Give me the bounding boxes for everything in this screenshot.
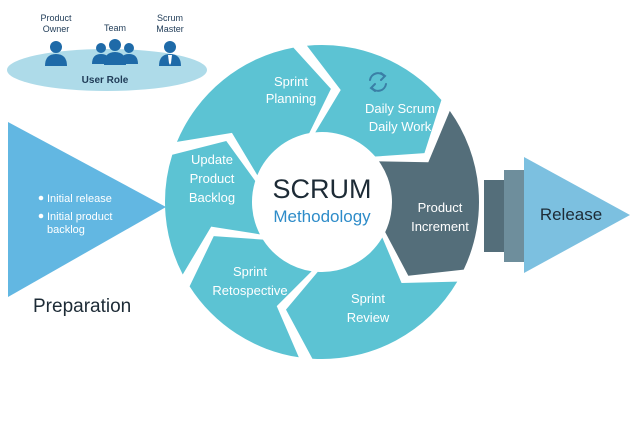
scrum-cycle: SCRUM Methodology Sprint Planning Daily …: [164, 45, 479, 359]
daily-scrum-segment: [306, 45, 442, 157]
bullet-dot: [38, 195, 44, 201]
sprint-review-line1: Sprint: [351, 291, 385, 306]
team-people-icon: [92, 39, 138, 65]
update-backlog-line1: Update: [191, 152, 233, 167]
sprint-review-segment: [285, 237, 458, 359]
update-backlog-line3: Backlog: [189, 190, 235, 205]
sprint-planning-line2: Planning: [266, 91, 317, 106]
user-role-caption: User Role: [82, 75, 129, 86]
release-step-2: [504, 170, 530, 262]
daily-scrum-line1: Daily Scrum: [365, 101, 435, 116]
preparation-group: Initial release Initial product backlog …: [8, 122, 166, 317]
preparation-bullet-2-line2: backlog: [47, 224, 85, 236]
sprint-planning-segment: [176, 47, 331, 176]
release-label: Release: [540, 205, 602, 224]
center-circle: [255, 135, 389, 269]
sprint-retrospective-line2: Retospective: [212, 283, 287, 298]
scrum-master-label-line1: Scrum: [157, 13, 183, 23]
sprint-review-line2: Review: [347, 310, 390, 325]
preparation-bullet-2-line1: Initial product: [47, 211, 112, 223]
product-increment-line2: Increment: [411, 219, 469, 234]
bullet-dot: [38, 213, 44, 219]
product-owner-label-line1: Product: [40, 13, 72, 23]
user-role-group: User Role Product Owner Team Scrum Maste…: [7, 13, 207, 91]
refresh-icon: [369, 72, 387, 92]
release-step-1: [484, 180, 510, 252]
preparation-arrow: [8, 122, 166, 297]
preparation-bullet-1: Initial release: [47, 193, 112, 205]
release-arrow: [524, 157, 630, 273]
preparation-title: Preparation: [33, 296, 131, 317]
sprint-planning-line1: Sprint: [274, 74, 308, 89]
product-increment-segment: [378, 110, 479, 276]
release-group: Release: [484, 157, 630, 273]
sprint-retrospective-line1: Sprint: [233, 264, 267, 279]
center-subtitle: Methodology: [273, 207, 371, 226]
product-increment-line1: Product: [418, 200, 463, 215]
update-backlog-segment: [164, 141, 260, 275]
center-title: SCRUM: [273, 174, 372, 204]
scrum-master-label-line2: Master: [156, 24, 184, 34]
team-label: Team: [104, 23, 126, 33]
sprint-retrospective-segment: [189, 236, 312, 358]
daily-scrum-line2: Daily Work: [369, 119, 432, 134]
update-backlog-line2: Product: [190, 171, 235, 186]
scrum-master-person-icon: [159, 41, 181, 66]
product-owner-person-icon: [45, 41, 67, 66]
product-owner-label-line2: Owner: [43, 24, 70, 34]
